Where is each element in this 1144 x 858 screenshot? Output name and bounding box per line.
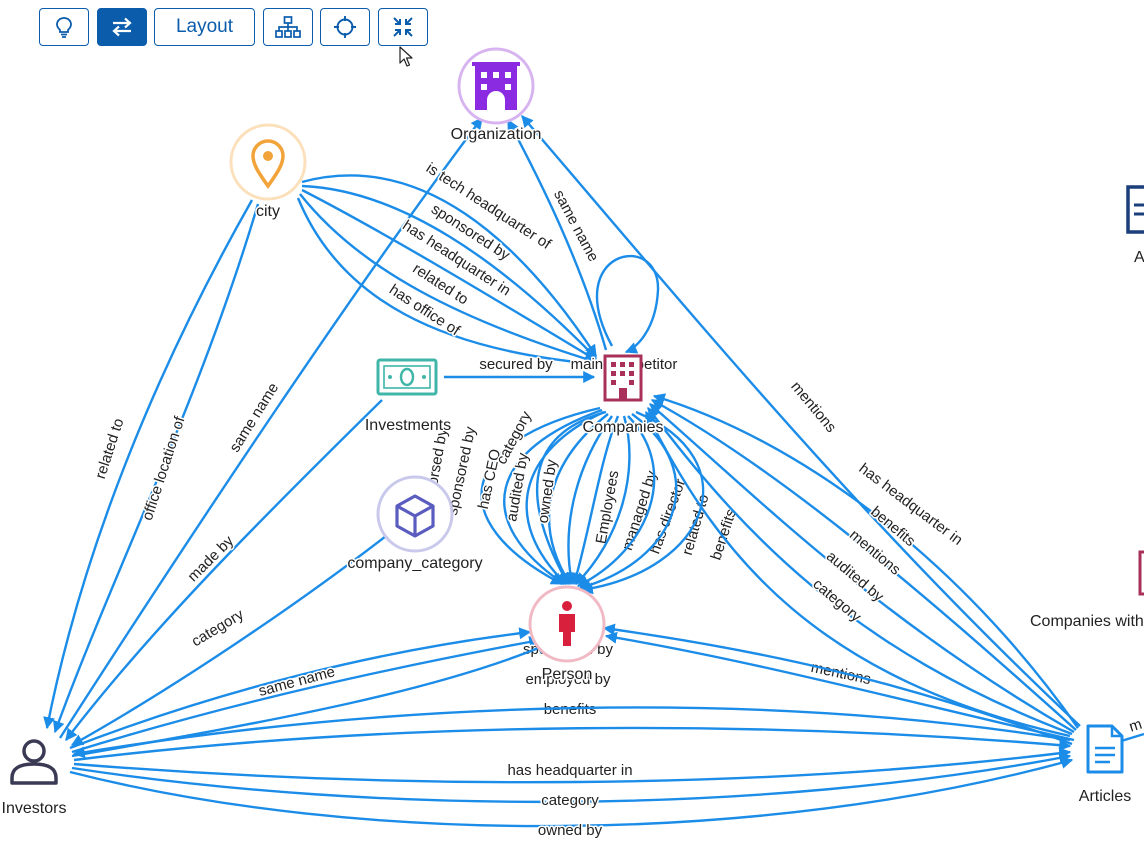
node-investments[interactable]: Investments [363,358,453,436]
node-city[interactable]: city [229,123,307,222]
edge-label: category [541,792,599,809]
layout-button[interactable]: Layout [154,8,255,46]
swap-direction-button[interactable] [97,8,147,46]
node-label: city [256,203,280,220]
layout-button-label: Layout [175,16,234,37]
node-investors[interactable]: Investors [0,739,68,819]
node-person[interactable]: Person [528,585,606,685]
node-label: Companies with [1030,613,1144,630]
center-graph-button[interactable] [320,8,370,46]
node-company-category[interactable]: company_category [346,475,484,574]
edge-company-category-investors-category[interactable]: category [70,535,387,747]
mouse-pointer-icon [399,46,413,67]
user-icon [10,739,58,785]
node-companies[interactable]: Companies [581,354,665,438]
money-bill-icon [376,358,438,396]
edge-label: has headquarter in [507,762,632,779]
node-articles[interactable]: Articles [1077,724,1133,807]
node-label: Companies [583,419,664,436]
node-offscreen-a[interactable]: A [1126,185,1144,268]
edges: related to office location of same name … [43,115,1144,841]
hierarchy-layout-button[interactable] [263,8,313,46]
crosshair-icon [334,16,356,38]
edge-articles-offscreen[interactable]: m [1117,714,1144,744]
edge-label: benefits [544,701,597,718]
person-icon [559,601,575,646]
edge-label: same name [257,663,337,700]
edge-label: mentions [787,378,839,436]
node-label: Investments [365,417,451,434]
edge-investors-articles-owned-by[interactable]: owned by [69,757,1074,841]
edge-label: m [1127,716,1144,736]
edge-label: secured by [479,356,553,373]
edge-investments-companies-secured-by[interactable]: secured by [444,355,596,383]
edge-investors-articles-benefits[interactable]: benefits [73,700,1072,762]
node-label: A [1134,249,1144,266]
insights-button[interactable] [39,8,89,46]
edge-label: related to [679,492,713,557]
node-organization[interactable]: Organization [449,47,543,145]
node-label: Person [542,666,593,683]
office-building-icon [1138,550,1144,596]
edge-label: owned by [535,458,561,524]
edge-label: benefits [708,507,740,562]
edge-investors-person-employed-by[interactable]: employed by [71,642,613,758]
collapse-button[interactable] [378,8,428,46]
edge-label: employed by [525,671,611,688]
hierarchy-icon [275,16,301,38]
edge-label: same name [226,380,282,455]
edge-investors-articles-category[interactable]: category [71,752,1072,811]
edge-label: owned by [538,822,603,839]
edge-city-investors-related-to[interactable]: related to [43,199,254,730]
node-label: Organization [451,126,542,143]
document-icon [1126,185,1144,234]
building-icon [472,62,520,110]
edge-label: category [189,606,247,650]
collapse-arrows-icon [393,17,413,37]
edge-label: made by [184,532,237,585]
edge-label: office location of [139,414,189,523]
swap-arrows-icon [112,17,132,37]
edge-investors-articles-link[interactable] [72,706,1071,759]
node-label: Investors [2,800,67,817]
office-building-icon [603,354,643,402]
node-label: company_category [347,555,482,572]
node-offscreen-companies-with[interactable]: Companies with [1029,550,1144,632]
lightbulb-icon [56,17,72,38]
map-pin-icon [251,139,285,190]
edge-articles-person-link[interactable] [602,623,1073,746]
edge-city-investors-office-location-of[interactable]: office location of [53,203,260,734]
node-label: Articles [1079,788,1131,805]
document-icon [1086,724,1124,774]
edge-label: Employees [593,469,623,545]
cube-icon [395,494,435,538]
edge-investors-articles-has-headquarter-in[interactable]: has headquarter in [73,747,1072,784]
